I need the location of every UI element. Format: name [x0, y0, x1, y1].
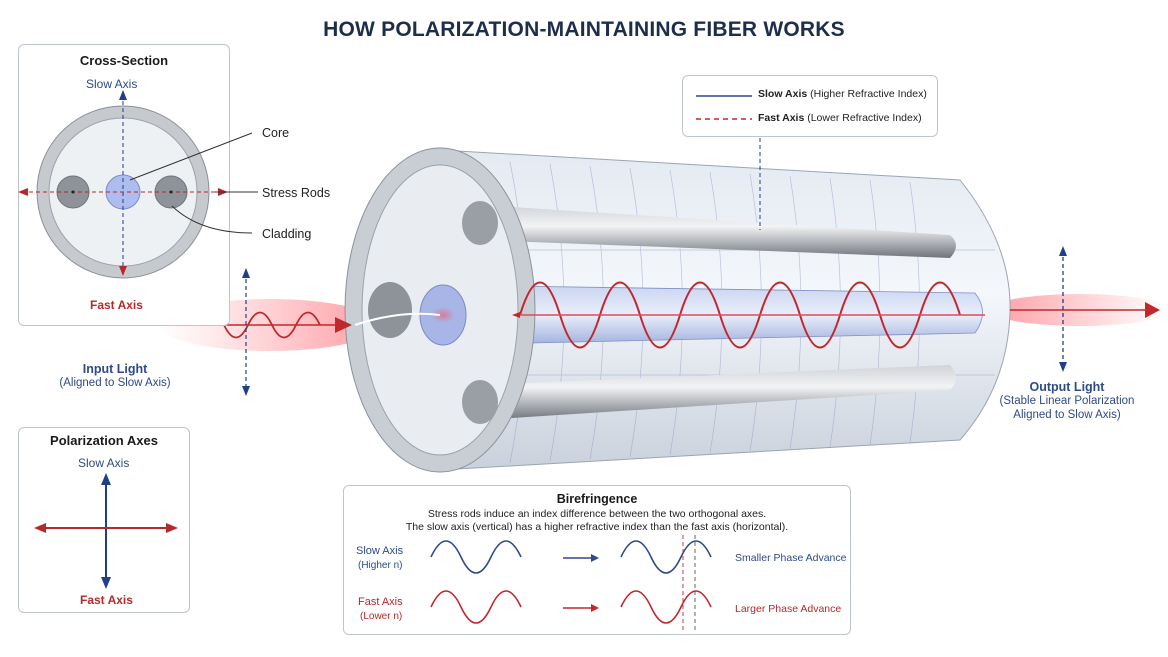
polarization-slow-arrow-up	[101, 473, 111, 485]
callout-core-line	[129, 132, 253, 181]
axis-legend	[682, 75, 938, 137]
legend-slow-note: (Higher Refractive Index)	[810, 88, 927, 100]
birefringence-slow-result: Smaller Phase Advance	[735, 552, 847, 564]
input-coupling-ray	[354, 312, 441, 326]
birefringence-fast-result: Larger Phase Advance	[735, 603, 842, 615]
input-arrowhead	[335, 317, 352, 333]
birefringence-fast-arrowhead	[591, 604, 599, 612]
page-title: HOW POLARIZATION-MAINTAINING FIBER WORKS	[323, 18, 845, 41]
input-light-label: Input Light	[82, 362, 148, 376]
output-arrowhead	[1145, 302, 1160, 318]
stress-rod-bottom	[480, 365, 956, 420]
cross-section-title: Cross-Section	[79, 53, 169, 68]
output-light-note-1: (Stable Linear Polarization	[999, 395, 1135, 407]
stress-rod-top	[480, 205, 956, 258]
birefringence-diagram	[430, 535, 712, 630]
legend-swatches	[696, 95, 752, 120]
slow-axis-wave	[519, 281, 961, 349]
birefringence-line-2: The slow axis (vertical) has a higher re…	[405, 521, 789, 533]
stress-rod-face-left	[368, 282, 412, 338]
polarization-axes-diagram	[34, 473, 178, 589]
birefringence-panel: Birefringence Stress rods induce an inde…	[343, 485, 851, 635]
polarization-fast-arrow-right	[166, 523, 178, 533]
cross-section-diagram	[18, 90, 228, 279]
core-glow	[431, 307, 455, 323]
input-axis-arrow-up	[242, 268, 250, 278]
birefringence-line-1: Stress rods induce an index difference b…	[427, 508, 767, 520]
stress-rod-face-bottom	[462, 380, 498, 424]
callout-cladding-line	[171, 205, 253, 234]
birefringence-slow-sub: (Higher n)	[358, 560, 403, 571]
rod-dot-left	[71, 190, 75, 194]
fiber-beam-arrowhead	[512, 312, 520, 318]
rod-dot-right	[169, 190, 173, 194]
cross-section-callouts	[129, 132, 258, 234]
birefringence-slow-wave-in	[430, 540, 522, 574]
polarization-slow-arrow-down	[101, 577, 111, 589]
output-axis-arrow-up	[1059, 246, 1067, 256]
stress-rod-face-top	[462, 201, 498, 245]
legend-slow-label: Slow Axis	[758, 88, 808, 100]
cross-section-fast-arrow-down	[119, 266, 127, 276]
legend-fast-label: Fast Axis	[758, 112, 805, 124]
legend-fast-note: (Lower Refractive Index)	[807, 112, 922, 124]
birefringence-title: Birefringence	[556, 492, 638, 506]
birefringence-fast-wave-out	[620, 590, 712, 624]
stress-rods-label: Stress Rods	[262, 186, 331, 200]
birefringence-fast-wave-in	[430, 590, 522, 624]
legend-slow-entry: Slow Axis (Higher Refractive Index)	[758, 88, 927, 100]
polarization-axes-title: Polarization Axes	[50, 433, 158, 448]
output-light-label: Output Light	[1029, 380, 1105, 394]
polarization-slow-label: Slow Axis	[78, 456, 130, 470]
birefringence-slow-wave-out	[620, 540, 712, 574]
legend-fast-entry: Fast Axis (Lower Refractive Index)	[758, 112, 922, 124]
cladding-label: Cladding	[262, 227, 312, 241]
output-axis-arrow-down	[1059, 362, 1067, 372]
birefringence-slow-label: Slow Axis	[356, 545, 404, 557]
birefringence-fast-sub: (Lower n)	[360, 611, 403, 622]
cross-section-slow-arrow	[119, 90, 127, 100]
input-axis-arrow-down	[242, 386, 250, 396]
output-light-note-2: Aligned to Slow Axis)	[1013, 409, 1121, 421]
cross-section-fast-arrow-left	[18, 188, 28, 196]
cross-section-fast-label: Fast Axis	[90, 298, 143, 312]
input-light-note: (Aligned to Slow Axis)	[59, 377, 171, 389]
core-label: Core	[262, 126, 290, 140]
polarization-fast-label: Fast Axis	[80, 593, 133, 607]
cross-section-slow-label: Slow Axis	[86, 77, 138, 91]
polarization-fast-arrow-left	[34, 523, 46, 533]
birefringence-slow-arrowhead	[591, 554, 599, 562]
birefringence-fast-label: Fast Axis	[358, 596, 403, 608]
